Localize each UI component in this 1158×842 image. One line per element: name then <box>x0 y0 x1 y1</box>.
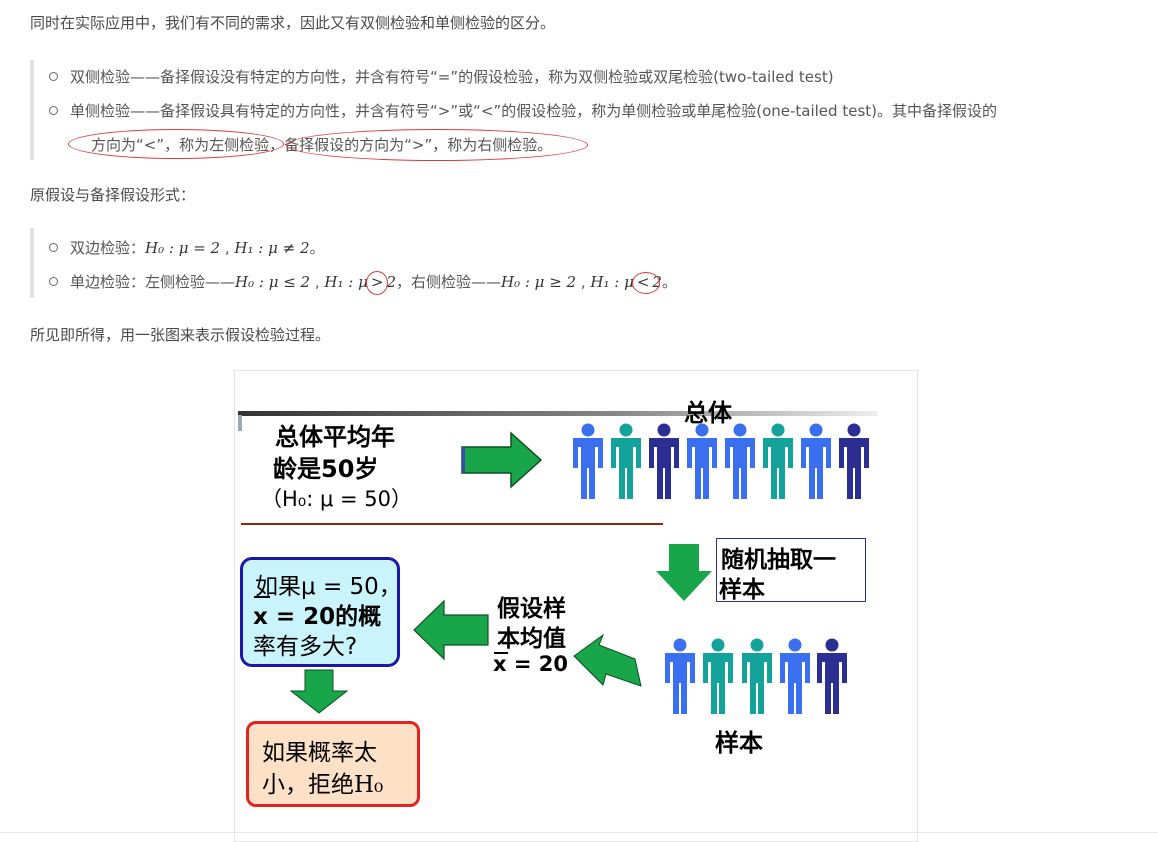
person-icon <box>649 423 679 499</box>
hyp-line-3: x = 20 <box>493 652 568 676</box>
math-left-h0: H₀ : μ ≤ 2 <box>235 273 311 291</box>
period: 。 <box>309 239 325 257</box>
right-symbol: < <box>631 272 660 294</box>
bullet-icon <box>49 243 58 252</box>
diagonal-arrow-icon <box>573 633 642 687</box>
bullet-icon <box>49 72 58 81</box>
claim-line-1: 总体平均年 <box>275 423 395 451</box>
person-icon <box>573 423 603 499</box>
bullet-icon <box>49 106 58 115</box>
two-tailed-text: 双侧检验——备择假设没有特定的方向性，并含有符号“=”的假设检验，称为双侧检验或… <box>70 68 834 86</box>
left-arrow-icon <box>413 599 489 661</box>
bottom-rule <box>0 832 1158 833</box>
two-sided-label: 双边检验： <box>70 239 146 257</box>
math-h1: H₁ : μ ≠ 2 <box>234 239 310 257</box>
comma: , <box>576 273 591 291</box>
comma: , <box>310 273 325 291</box>
left-test-definition: 方向为“<”，称为左侧检验 <box>91 136 270 154</box>
person-icon <box>703 638 733 714</box>
rule-marker <box>238 415 242 431</box>
decision-box <box>246 721 420 807</box>
right-arrow-icon <box>461 431 543 489</box>
sample-label: 样本 <box>715 729 763 757</box>
claim-line-2: 龄是50岁 <box>273 455 379 483</box>
list-item-two-sided: 双边检验：H₀ : μ = 2 , H₁ : μ ≠ 2。 <box>49 237 325 258</box>
forms-title: 原假设与备择假设形式： <box>30 186 196 204</box>
bullet-icon <box>49 277 58 286</box>
down-arrow-icon <box>656 544 712 601</box>
math-right-h0: H₀ : μ ≥ 2 <box>501 273 577 291</box>
title-rule <box>238 411 878 416</box>
separator: ， <box>269 136 285 154</box>
math-right-h1: H₁ : μ <box>590 273 634 291</box>
list-item-one-sided: 单边检验：左侧检验——H₀ : μ ≤ 2 , H₁ : μ>2，右侧检验——H… <box>49 271 677 295</box>
left-value: 2 <box>386 273 396 291</box>
person-icon <box>780 638 810 714</box>
person-icon <box>817 638 847 714</box>
person-icon <box>742 638 772 714</box>
person-icon <box>801 423 831 499</box>
one-sided-label: 单边检验：左侧检验—— <box>70 273 236 291</box>
xbar-overline <box>494 652 508 654</box>
intro-paragraph: 同时在实际应用中，我们有不同的需求，因此又有双侧检验和单侧检验的区分。 <box>30 14 556 32</box>
test-types-blockquote: 双侧检验——备择假设没有特定的方向性，并含有符号“=”的假设检验，称为双侧检验或… <box>30 60 997 160</box>
small-down-arrow-icon <box>289 669 349 714</box>
question-box <box>240 557 400 667</box>
xbar-overline <box>254 596 270 598</box>
decision-line-1: 如果概率太 <box>262 740 377 766</box>
person-icon <box>611 423 641 499</box>
person-icon <box>763 423 793 499</box>
list-item-two-tailed: 双侧检验——备择假设没有特定的方向性，并含有符号“=”的假设检验，称为双侧检验或… <box>49 66 834 87</box>
period: 。 <box>661 273 677 291</box>
random-sample-line-1: 随机抽取一 <box>721 547 836 573</box>
right-test-definition: 备择假设的方向为“>”，称为右侧检验。 <box>284 136 553 154</box>
person-icon <box>687 423 717 499</box>
list-item-one-tailed: 单侧检验——备择假设具有特定的方向性，并含有符号“>”或“<”的假设检验，称为单… <box>49 100 997 121</box>
claim-line-3: （H₀: μ = 50） <box>261 487 412 511</box>
population-label: 总体 <box>684 399 732 427</box>
right-test-label: ，右侧检验—— <box>395 273 501 291</box>
decision-line-2: 小，拒绝H₀ <box>262 772 384 798</box>
hyp-line-2: 本均值 <box>497 626 566 652</box>
random-sample-line-2: 样本 <box>719 577 765 603</box>
right-symbol-text: < <box>636 273 650 291</box>
one-tailed-continuation: 方向为“<”，称为左侧检验，备择假设的方向为“>”，称为右侧检验。 <box>91 134 552 155</box>
random-sample-box <box>716 538 866 602</box>
question-line-2: x = 20的概 <box>253 604 382 630</box>
one-tailed-text: 单侧检验——备择假设具有特定的方向性，并含有符号“>”或“<”的假设检验，称为单… <box>70 102 997 120</box>
forms-blockquote: 双边检验：H₀ : μ = 2 , H₁ : μ ≠ 2。 单边检验：左侧检验—… <box>30 228 677 298</box>
math-h0: H₀ : μ = 2 <box>145 239 221 257</box>
question-line-1: 如果μ = 50， <box>255 574 402 600</box>
question-line-3: 率有多大? <box>253 634 358 660</box>
comma: , <box>220 239 235 257</box>
right-value: 2 <box>652 273 662 291</box>
hyp-line-1: 假设样 <box>497 596 566 622</box>
left-symbol: > <box>365 271 388 295</box>
person-icon <box>839 423 869 499</box>
summary-paragraph: 所见即所得，用一张图来表示假设检验过程。 <box>30 326 331 344</box>
math-left-h1: H₁ : μ <box>324 273 368 291</box>
person-icon <box>665 638 695 714</box>
left-symbol-text: > <box>370 273 384 291</box>
divider-line <box>241 523 663 525</box>
hypothesis-test-figure: 总体 总体平均年 龄是50岁 （H₀: μ = 50） 随机抽取一 样本 假设样… <box>234 370 918 842</box>
person-icon <box>725 423 755 499</box>
